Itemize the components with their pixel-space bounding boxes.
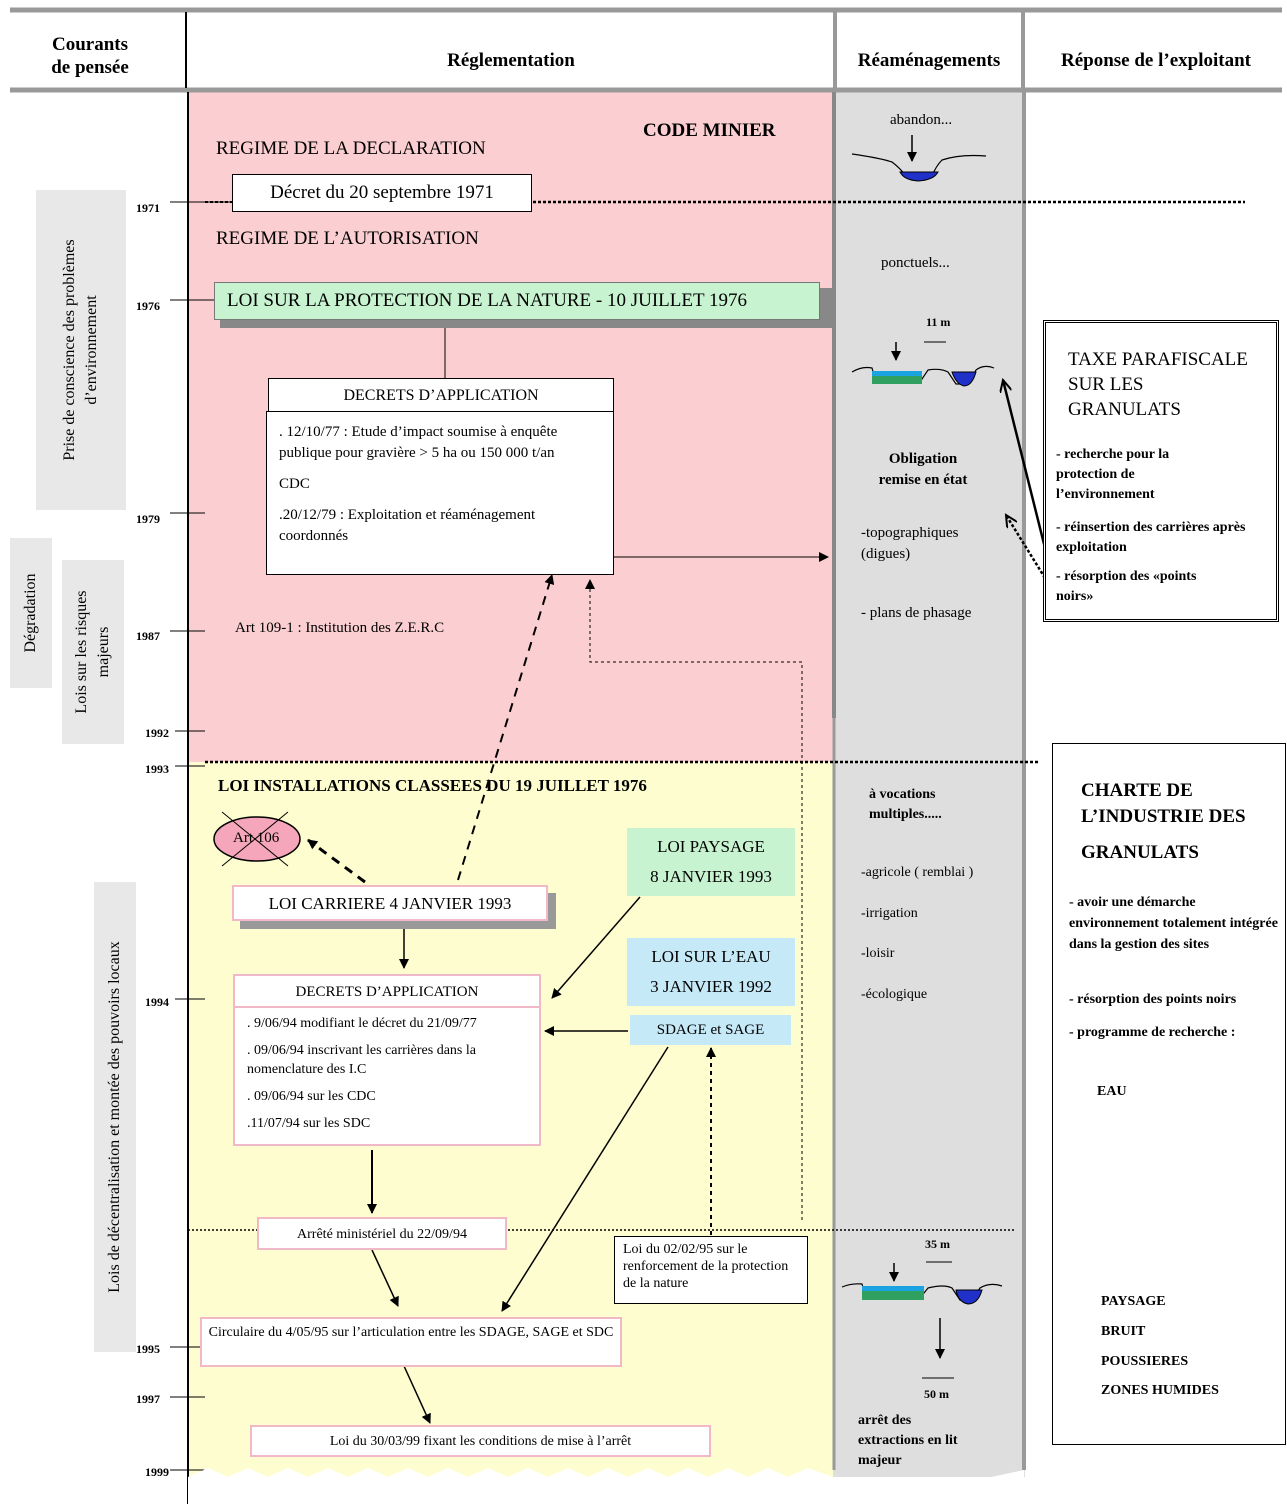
year-1992: 1992	[145, 726, 169, 740]
taxe-item-reinsertion: - réinsertion des carrières après exploi…	[1056, 520, 1246, 555]
loi-eau-box: LOI SUR L’EAU 3 JANVIER 1992	[627, 938, 795, 1006]
decret-1971-box: Décret du 20 septembre 1971	[232, 174, 532, 212]
circulaire-1995-box: Circulaire du 4/05/95 sur l’articulation…	[200, 1317, 622, 1367]
header-reamenagements: Réaménagements	[857, 50, 1001, 71]
ream-50m: 50 m	[924, 1387, 949, 1401]
current-environnement-panel	[36, 190, 126, 510]
loi-1995-box: Loi du 02/02/95 sur le renforcement de l…	[614, 1236, 808, 1304]
reamenagement-column-band	[833, 92, 1025, 1477]
ream-plans-phasage: - plans de phasage	[861, 605, 972, 621]
year-1995: 1995	[136, 1342, 160, 1356]
decret-12-10-77: . 12/10/77 : Etude d’impact soumise à en…	[279, 424, 558, 461]
charte-item-demarche: - avoir une démarche environnement total…	[1069, 895, 1278, 952]
header-reglementation: Réglementation	[447, 50, 575, 71]
decret-09-06-94-cdc: . 09/06/94 sur les CDC	[247, 1089, 376, 1104]
year-1994: 1994	[145, 995, 169, 1009]
decrets-application-title-box: DECRETS D’APPLICATION	[268, 378, 614, 412]
charte-poussieres: POUSSIERES	[1101, 1354, 1189, 1369]
loi-1999-box: Loi du 30/03/99 fixant les conditions de…	[250, 1425, 711, 1457]
year-1976: 1976	[136, 299, 160, 313]
ream-irrigation: -irrigation	[861, 906, 918, 921]
ream-loisir: -loisir	[861, 946, 895, 961]
loi-ic-title: LOI INSTALLATIONS CLASSEES DU 19 JUILLET…	[218, 776, 647, 795]
header-courants: Courants de pensée	[51, 34, 129, 78]
ream-abandon: abandon...	[890, 112, 953, 128]
decrets-application-2-box: . 9/06/94 modifiant le décret du 21/09/7…	[233, 1006, 541, 1146]
code-minier-label: CODE MINIER	[643, 120, 776, 141]
decret-cdc: CDC	[279, 476, 310, 492]
sdage-sage-box: SDAGE et SAGE	[630, 1015, 791, 1045]
year-1971: 1971	[136, 201, 160, 215]
regime-autorisation-label: REGIME DE L’AUTORISATION	[216, 228, 479, 249]
charte-title: CHARTE DE L’INDUSTRIE DES GRANULATS	[1081, 780, 1246, 863]
ream-vocations: à vocations multiples.....	[869, 787, 942, 822]
current-degradation-panel	[10, 538, 52, 688]
current-environnement-label: Prise de conscience des problèmes d’envi…	[61, 239, 100, 461]
header-reponse-exploitant: Réponse de l’exploitant	[1061, 50, 1251, 71]
loi-carriere-box: LOI CARRIERE 4 JANVIER 1993	[232, 885, 548, 921]
ream-35m: 35 m	[925, 1237, 950, 1251]
current-risques-panel	[62, 560, 124, 744]
ream-obligation: Obligation remise en état	[878, 451, 968, 488]
taxe-item-resorption: - résorption des «points noirs»	[1056, 569, 1197, 604]
art-109-label: Art 109-1 : Institution des Z.E.R.C	[235, 620, 445, 636]
taxe-parafiscale-title: TAXE PARAFISCALE SUR LES GRANULATS	[1068, 349, 1248, 420]
loi-nature-box: LOI SUR LA PROTECTION DE LA NATURE - 10 …	[214, 282, 820, 320]
ream-agricole: -agricole ( remblai )	[861, 865, 974, 880]
ream-ecologique: -écologique	[861, 987, 928, 1002]
taxe-parafiscale-box: TAXE PARAFISCALE SUR LES GRANULATS - rec…	[1043, 320, 1279, 622]
ream-arret-extractions: arrêt des extractions en lit majeur	[858, 1413, 958, 1468]
charte-zones-humides: ZONES HUMIDES	[1101, 1383, 1219, 1398]
year-1993: 1993	[145, 762, 169, 776]
year-1979: 1979	[136, 512, 160, 526]
decrets-application-box: . 12/10/77 : Etude d’impact soumise à en…	[266, 411, 614, 575]
charte-item-resorption: - résorption des points noirs	[1069, 992, 1237, 1007]
decret-09-06-94-ic: . 09/06/94 inscrivant les carrières dans…	[247, 1043, 476, 1077]
year-1999: 1999	[145, 1465, 169, 1479]
ream-ponctuels: ponctuels...	[881, 255, 950, 271]
arrete-ministeriel-box: Arrêté ministériel du 22/09/94	[257, 1217, 507, 1250]
decrets-application-2-title-box: DECRETS D’APPLICATION	[233, 974, 541, 1008]
ream-11m: 11 m	[926, 315, 951, 329]
decret-20-12-79: .20/12/79 : Exploitation et réaménagemen…	[279, 507, 536, 544]
loi-paysage-box: LOI PAYSAGE 8 JANVIER 1993	[627, 828, 795, 896]
art-106-label: Art 106	[233, 830, 280, 846]
taxe-item-recherche: - recherche pour la protection de l’envi…	[1056, 447, 1170, 502]
current-decentralisation-panel	[94, 882, 136, 1352]
year-1987: 1987	[136, 629, 160, 643]
decret-11-07-94-sdc: .11/07/94 sur les SDC	[247, 1116, 371, 1131]
current-decentralisation-label: Lois de décentralisation et montée des p…	[106, 941, 123, 1293]
charte-bruit: BRUIT	[1101, 1324, 1146, 1339]
charte-paysage: PAYSAGE	[1101, 1294, 1166, 1309]
charte-industrie-box: CHARTE DE L’INDUSTRIE DES GRANULATS - av…	[1052, 743, 1286, 1445]
charte-item-recherche: - programme de recherche :	[1069, 1025, 1236, 1040]
current-risques-label: Lois sur les risques majeurs	[73, 590, 112, 714]
year-1997: 1997	[136, 1392, 160, 1406]
ream-topographiques: -topographiques (digues)	[861, 525, 959, 562]
current-degradation-label: Dégradation	[22, 573, 39, 653]
regime-declaration-label: REGIME DE LA DECLARATION	[216, 138, 486, 159]
charte-eau: EAU	[1097, 1084, 1127, 1099]
decret-9-06-94: . 9/06/94 modifiant le décret du 21/09/7…	[247, 1016, 477, 1031]
